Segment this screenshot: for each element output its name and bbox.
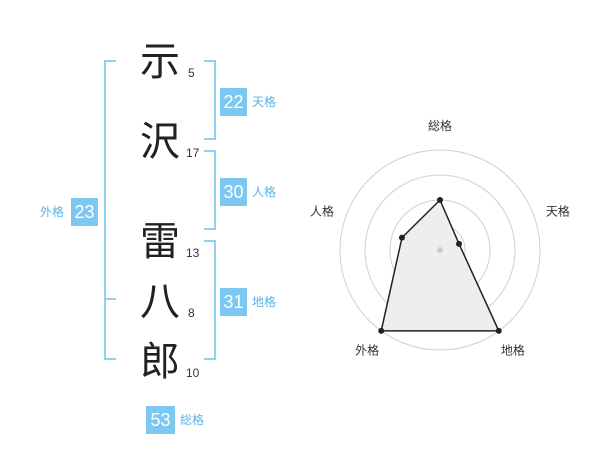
- gaikaku-label: 外格: [40, 205, 65, 219]
- tenkaku-bracket-vert: [214, 60, 216, 140]
- radar-label-soukaku: 総格: [428, 118, 452, 133]
- radar-point-1: [456, 240, 463, 247]
- soukaku-label: 総格: [180, 413, 205, 427]
- radar-label-jinkaku: 人格: [310, 204, 334, 219]
- radar-point-3: [378, 327, 385, 334]
- tenkaku-label: 天格: [252, 95, 277, 109]
- radar-label-tenkaku: 天格: [546, 204, 570, 219]
- name-char-4: 八: [140, 279, 180, 325]
- chikaku-bracket-bottom: [204, 358, 216, 360]
- radar-ring-4: [339, 149, 541, 351]
- tenkaku-bracket-top: [204, 60, 216, 62]
- jinkaku-bracket-top: [204, 150, 216, 152]
- chikaku-bracket-top: [204, 240, 216, 242]
- jinkaku-bracket-bottom: [204, 228, 216, 230]
- radar-label-gaikaku: 外格: [355, 342, 379, 357]
- name-char-3: 雷: [140, 219, 180, 265]
- soukaku-value-badge: 53: [146, 406, 175, 434]
- radar-point-2: [495, 327, 502, 334]
- stroke-count-5: 10: [186, 366, 200, 380]
- chikaku-bracket-vert: [214, 240, 216, 360]
- radar-label-chikaku: 地格: [501, 342, 525, 357]
- tenkaku-value-badge: 22: [220, 88, 247, 116]
- radar-point-0: [437, 197, 443, 203]
- radar-center-dot: [437, 247, 443, 253]
- gaikaku-value-badge: 23: [71, 198, 98, 226]
- tenkaku-bracket-bottom: [204, 138, 216, 140]
- stroke-count-4: 8: [188, 306, 195, 320]
- jinkaku-label: 人格: [252, 185, 277, 199]
- gaikaku-bracket-top: [104, 60, 116, 62]
- radar-point-4: [398, 234, 405, 241]
- radar-area: [380, 198, 500, 332]
- name-char-1: 示: [140, 39, 180, 85]
- name-char-2: 沢: [140, 119, 180, 165]
- gaikaku-bracket-mid: [104, 298, 116, 300]
- gaikaku-bracket-bottom: [104, 358, 116, 360]
- gaikaku-bracket-vert: [104, 60, 106, 360]
- stroke-count-2: 17: [186, 146, 200, 160]
- name-char-5: 郎: [140, 339, 180, 385]
- chikaku-value-badge: 31: [220, 288, 247, 316]
- stroke-count-1: 5: [188, 66, 195, 80]
- jinkaku-bracket-vert: [214, 150, 216, 230]
- stroke-count-3: 13: [186, 246, 200, 260]
- chikaku-label: 地格: [252, 295, 277, 309]
- jinkaku-value-badge: 30: [220, 178, 247, 206]
